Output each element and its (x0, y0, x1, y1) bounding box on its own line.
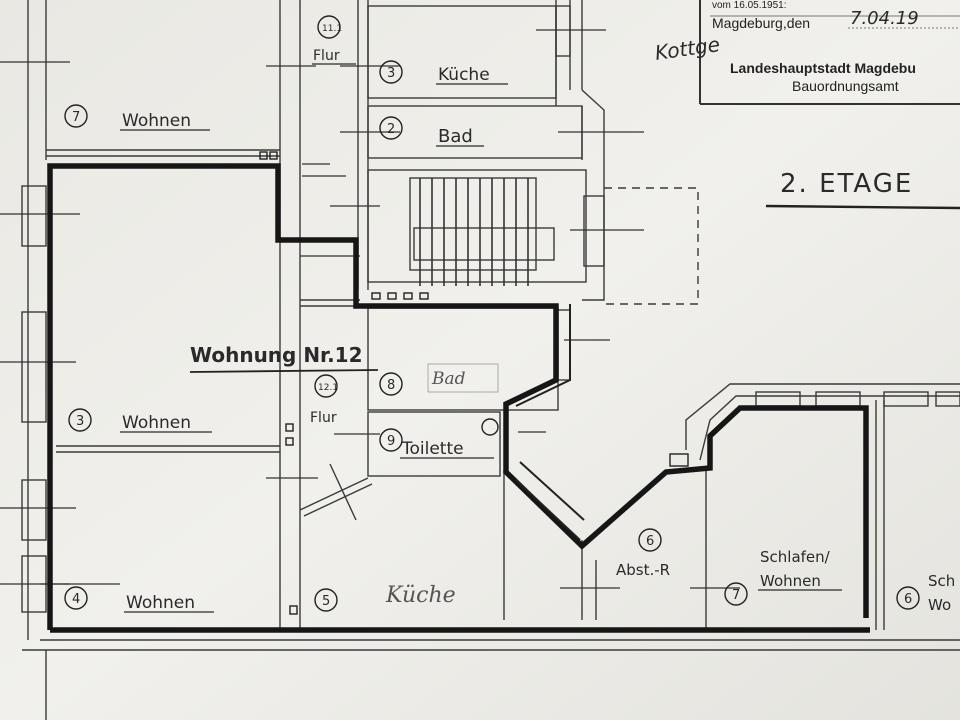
stamp-office: Bauordnungsamt (792, 78, 899, 94)
stamp-authority: Landeshauptstadt Magdebu (730, 60, 916, 76)
room-number: 8 (387, 378, 395, 393)
room-label-bad: Bad (431, 369, 466, 389)
room-label-toilette: Toilette (401, 439, 464, 459)
room-number: 3 (76, 414, 84, 429)
thin-walls (21, 0, 960, 720)
label-underlines (120, 63, 842, 613)
room-number-circles (64, 15, 920, 612)
room-label-flur: Flur (313, 48, 340, 64)
room-number: 12.1 (318, 383, 338, 393)
room-label-partial: Wo (928, 596, 951, 614)
room-number: 6 (904, 592, 912, 607)
room-number: 3 (387, 66, 395, 81)
apartment-label-underline (189, 369, 379, 373)
floor-label-underline (765, 204, 960, 210)
room-label-flur: Flur (310, 410, 337, 426)
room-label-bad: Bad (438, 126, 473, 147)
room-number: 9 (387, 434, 395, 449)
apartment-boundary (47, 163, 870, 633)
room-label-kueche: Küche (385, 583, 456, 608)
dimension-ticks (0, 29, 740, 589)
approval-stamp (699, 0, 960, 105)
stamp-partial-line: vom 16.05.1951: (712, 0, 787, 11)
room-label-wohnen: Wohnen (126, 593, 195, 613)
stair-treads (419, 178, 529, 286)
room-label-partial: Sch (928, 572, 955, 590)
floor-label: 2. ETAGE (780, 169, 913, 199)
room-number: 4 (72, 592, 80, 607)
room-number: 6 (646, 534, 654, 549)
room-label-abst: Abst.-R (616, 561, 670, 579)
apartment-boundary-inner (515, 304, 585, 541)
stamp-date-value: 7.04.19 (850, 8, 919, 29)
room-label-kueche: Küche (438, 65, 490, 85)
stamp-date-label: Magdeburg,den (712, 15, 810, 31)
room-label-wohnen: Wohnen (122, 111, 191, 131)
room-number: 7 (732, 588, 740, 603)
room-labels: 11.1 Flur 3 Küche 2 Bad 7 Wohnen 3 Wohne… (72, 24, 955, 614)
room-number: 7 (72, 110, 80, 125)
room-number: 11.1 (322, 24, 342, 34)
room-label-wohnen: Wohnen (760, 572, 821, 590)
pencil-box (427, 363, 499, 393)
wall-markers (259, 151, 689, 615)
room-number: 2 (387, 122, 395, 137)
room-label-wohnen: Wohnen (122, 413, 191, 433)
room-label-schlafen: Schlafen/ (760, 548, 831, 566)
room-number: 5 (322, 594, 330, 609)
apartment-label: Wohnung Nr.12 (190, 343, 363, 367)
